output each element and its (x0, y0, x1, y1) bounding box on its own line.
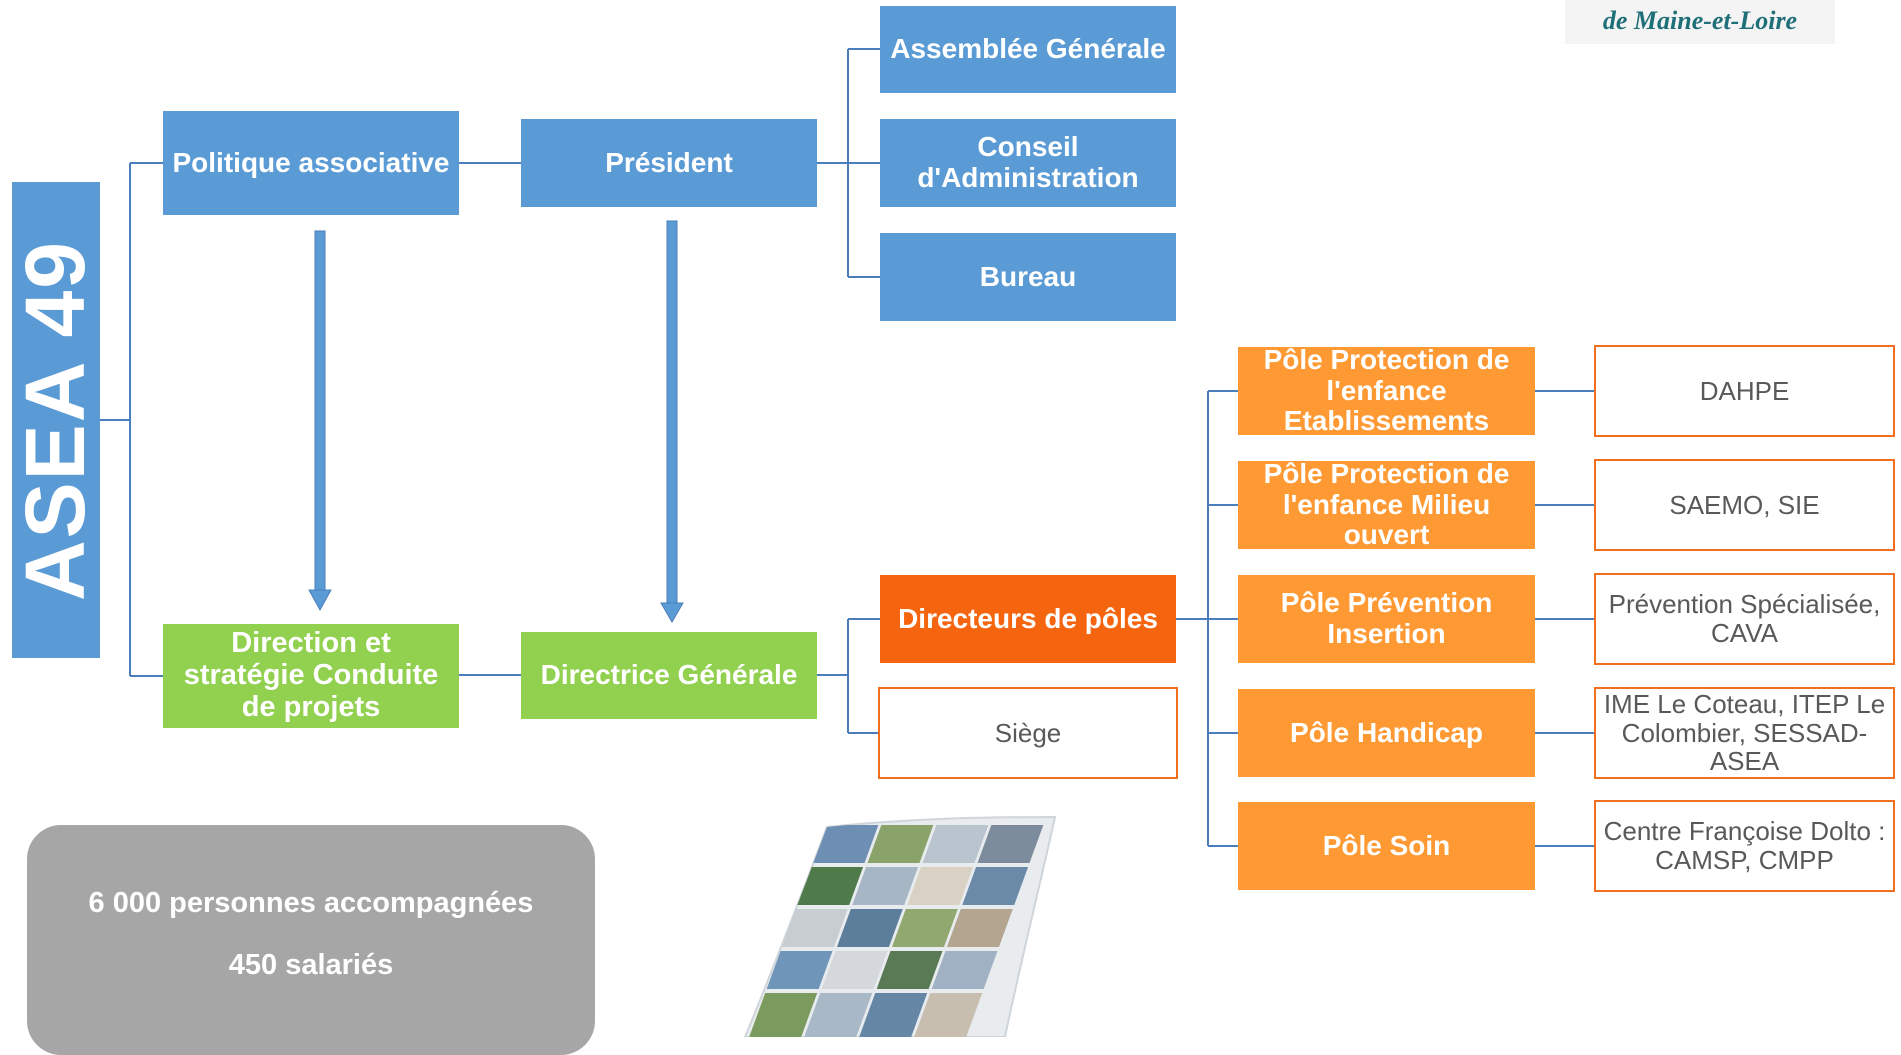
services-label: SAEMO, SIE (1669, 489, 1820, 520)
node-direction-strategie: Direction et stratégie Conduite de proje… (163, 624, 459, 728)
node-services-soin: Centre Françoise Dolto : CAMSP, CMPP (1594, 800, 1895, 892)
pole-label: Pôle Protection de l'enfance Etablisseme… (1263, 343, 1510, 437)
down-arrow-president (660, 220, 684, 623)
pole-label: Pôle Soin (1322, 829, 1451, 861)
logo: de Maine-et-Loire (1565, 0, 1835, 44)
down-arrow-politique (308, 230, 332, 612)
root-label: ASEA 49 (8, 239, 103, 601)
node-directeurs-poles: Directeurs de pôles (880, 575, 1176, 663)
pole-label: Pôle Handicap (1290, 716, 1483, 748)
node-services-prevention: Prévention Spécialisée, CAVA (1594, 573, 1895, 665)
node-bureau-label: Bureau (979, 260, 1077, 292)
node-bureau: Bureau (880, 233, 1176, 321)
node-siege: Siège (878, 687, 1178, 779)
node-pole-protection-milieu-ouvert: Pôle Protection de l'enfance Milieu ouve… (1238, 457, 1535, 551)
root-node: ASEA 49 (9, 182, 103, 658)
node-directrice-generale: Directrice Générale (521, 632, 817, 719)
photo-collage-image (743, 815, 1057, 1037)
node-president-label: Président (605, 146, 733, 178)
stats-panel: 6 000 personnes accompagnées 450 salarié… (27, 825, 595, 1055)
node-politique-label: Politique associative (172, 146, 450, 178)
node-services-saemo: SAEMO, SIE (1594, 459, 1895, 551)
stat-people: 6 000 personnes accompagnées (88, 887, 534, 919)
node-directrice-label: Directrice Générale (540, 659, 798, 691)
services-label: Prévention Spécialisée, CAVA (1608, 589, 1881, 648)
node-services-dahpe: DAHPE (1594, 345, 1895, 437)
node-pole-prevention-insertion: Pôle Prévention Insertion (1238, 575, 1535, 663)
stat-staff: 450 salariés (228, 949, 394, 981)
node-services-handicap: IME Le Coteau, ITEP Le Colombier, SESSAD… (1594, 687, 1895, 779)
services-label: IME Le Coteau, ITEP Le Colombier, SESSAD… (1603, 689, 1886, 777)
node-pole-protection-etablissements: Pôle Protection de l'enfance Etablisseme… (1238, 343, 1535, 437)
logo-subtitle: de Maine-et-Loire (1602, 6, 1798, 35)
services-label: DAHPE (1699, 375, 1790, 406)
node-directeurs-label: Directeurs de pôles (898, 602, 1158, 634)
node-president: Président (521, 119, 817, 207)
node-pole-handicap: Pôle Handicap (1238, 689, 1535, 777)
node-conseil-administration: Conseil d'Administration (880, 119, 1176, 207)
services-label: Centre Françoise Dolto : CAMSP, CMPP (1603, 816, 1886, 875)
node-direction-label: Direction et stratégie Conduite de proje… (183, 627, 439, 723)
pole-label: Pôle Protection de l'enfance Milieu ouve… (1263, 457, 1510, 551)
node-conseil-label: Conseil d'Administration (917, 131, 1139, 193)
node-politique-associative: Politique associative (163, 111, 459, 215)
node-assemblee-label: Assemblée Générale (890, 33, 1166, 65)
node-pole-soin: Pôle Soin (1238, 802, 1535, 890)
node-assemblee-generale: Assemblée Générale (880, 6, 1176, 93)
pole-label: Pôle Prévention Insertion (1280, 587, 1493, 649)
node-siege-label: Siège (994, 717, 1062, 748)
